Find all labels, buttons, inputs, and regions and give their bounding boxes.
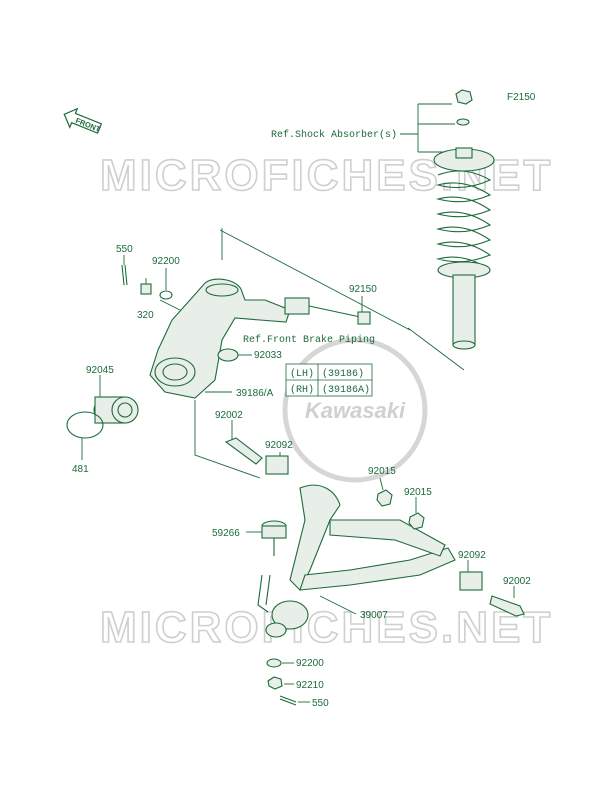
variant-row-1-part: (39186): [322, 368, 364, 380]
callout-92015-a: 92015: [368, 466, 396, 477]
callout-92092-lower: 92092: [458, 550, 486, 561]
variant-table: (LH) (39186) (RH) (39186A): [285, 363, 373, 397]
callout-550-bottom: 550: [312, 698, 329, 709]
callout-92092-upper: 92092: [265, 440, 293, 451]
tie-rod-bolt: [284, 297, 371, 325]
front-arrow-icon: FRONT: [63, 107, 103, 134]
shock-absorber-assembly: [433, 89, 495, 350]
washer-92200-top: [159, 290, 173, 300]
variant-row-2-side: (RH): [290, 384, 314, 396]
brand-logo: Kawasaki: [282, 337, 428, 483]
callout-59266: 59266: [212, 528, 240, 539]
steering-knuckle: [149, 278, 291, 399]
cotter-pin-top: [121, 264, 128, 286]
variant-row-1-side: (LH): [290, 368, 314, 380]
callout-92033: 92033: [254, 350, 282, 361]
callout-92210: 92210: [296, 680, 324, 691]
nut-92015-b: [408, 512, 425, 530]
brand-text: Kawasaki: [305, 398, 406, 423]
bolt-92002-lower: [489, 595, 525, 617]
bearing-92045: [93, 396, 139, 424]
lower-arm-39007: [257, 484, 456, 638]
bolt-92002-upper: [224, 437, 263, 465]
callout-481: 481: [72, 464, 89, 475]
callout-92200-bottom: 92200: [296, 658, 324, 669]
bushing-92092-lower: [459, 571, 483, 591]
ball-joint-59266: [261, 520, 287, 556]
cotter-pin-bottom: [279, 695, 297, 706]
callout-92015-b: 92015: [404, 487, 432, 498]
callout-550-top: 550: [116, 244, 133, 255]
bushing-92092-upper: [265, 455, 289, 475]
nut-92210: [267, 676, 283, 690]
callout-labels: 550 92200 320 92150 92033 39186/A 92045 …: [72, 244, 531, 709]
figure-code: F2150: [507, 92, 536, 103]
nut-92015-a: [376, 489, 393, 507]
callout-39186a: 39186/A: [236, 388, 274, 399]
callout-92002-lower: 92002: [503, 576, 531, 587]
washer-92200-bottom: [266, 658, 282, 668]
callout-320: 320: [137, 310, 154, 321]
ref-front-brake-piping: Ref.Front Brake Piping: [243, 334, 375, 346]
callout-92045: 92045: [86, 365, 114, 376]
variant-row-2-part: (39186A): [322, 384, 370, 396]
callout-92200-top: 92200: [152, 256, 180, 267]
ref-shock-absorber: Ref.Shock Absorber(s): [271, 129, 397, 141]
clip-320: [140, 283, 152, 295]
snap-ring-481: [66, 411, 104, 439]
callout-92150: 92150: [349, 284, 377, 295]
watermark-bottom: MICROFICHES.NET: [100, 603, 553, 652]
callout-92002-upper: 92002: [215, 410, 243, 421]
callout-39007: 39007: [360, 610, 388, 621]
ring-92033: [217, 348, 239, 362]
